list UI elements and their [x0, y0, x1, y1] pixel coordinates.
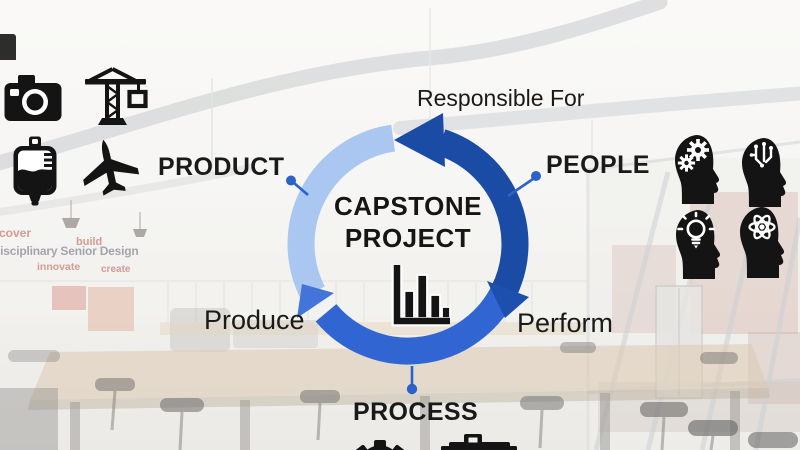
brick-building: [612, 245, 676, 333]
edge-label-perform: Perform: [517, 308, 614, 338]
edge-label-produce: Produce: [204, 305, 305, 335]
connector-dot-product: [286, 175, 296, 186]
node-label-process: PROCESS: [353, 398, 479, 426]
wall-word: cover: [0, 226, 32, 240]
head-gears-icon: [675, 135, 720, 204]
gear-partial-icon: [354, 440, 406, 450]
orange-cabinet: [88, 287, 134, 331]
stools: [8, 340, 798, 448]
head-lightbulb-icon: [676, 210, 721, 279]
brick-building: [748, 332, 800, 404]
center-title-line1: CAPSTONE: [334, 191, 482, 221]
center-title: CAPSTONE PROJECT: [308, 191, 508, 254]
tower-crane-icon: [85, 67, 148, 125]
airplane-icon: [83, 139, 140, 196]
wall-phrase: disciplinary Senior Design: [0, 244, 139, 258]
pendant-lamp: [133, 229, 147, 237]
iv-bag-icon: [13, 136, 57, 206]
bar-chart-icon: [391, 265, 451, 327]
wall-word: innovate: [37, 261, 81, 273]
work-table: [30, 344, 768, 400]
arrowhead-top: [394, 113, 445, 167]
head-circuit-icon: [742, 138, 787, 207]
pendant-lamp: [62, 218, 80, 228]
connector-dot-process: [406, 383, 418, 395]
head-atom-icon: [740, 207, 785, 278]
edge-label-responsible-for: Responsible For: [417, 85, 585, 111]
node-label-product: PRODUCT: [158, 153, 285, 181]
camera-icon: [4, 75, 62, 121]
connector-dot-people: [531, 171, 541, 181]
storage-cabinet: [655, 285, 703, 399]
machine-partial-icon: [441, 434, 517, 450]
wall-speaker: [0, 34, 16, 60]
red-cabinet: [52, 286, 86, 310]
wall-word: create: [101, 264, 131, 275]
center-title-line2: PROJECT: [344, 222, 472, 253]
wall-word: build: [76, 236, 103, 248]
node-label-people: PEOPLE: [546, 151, 650, 179]
